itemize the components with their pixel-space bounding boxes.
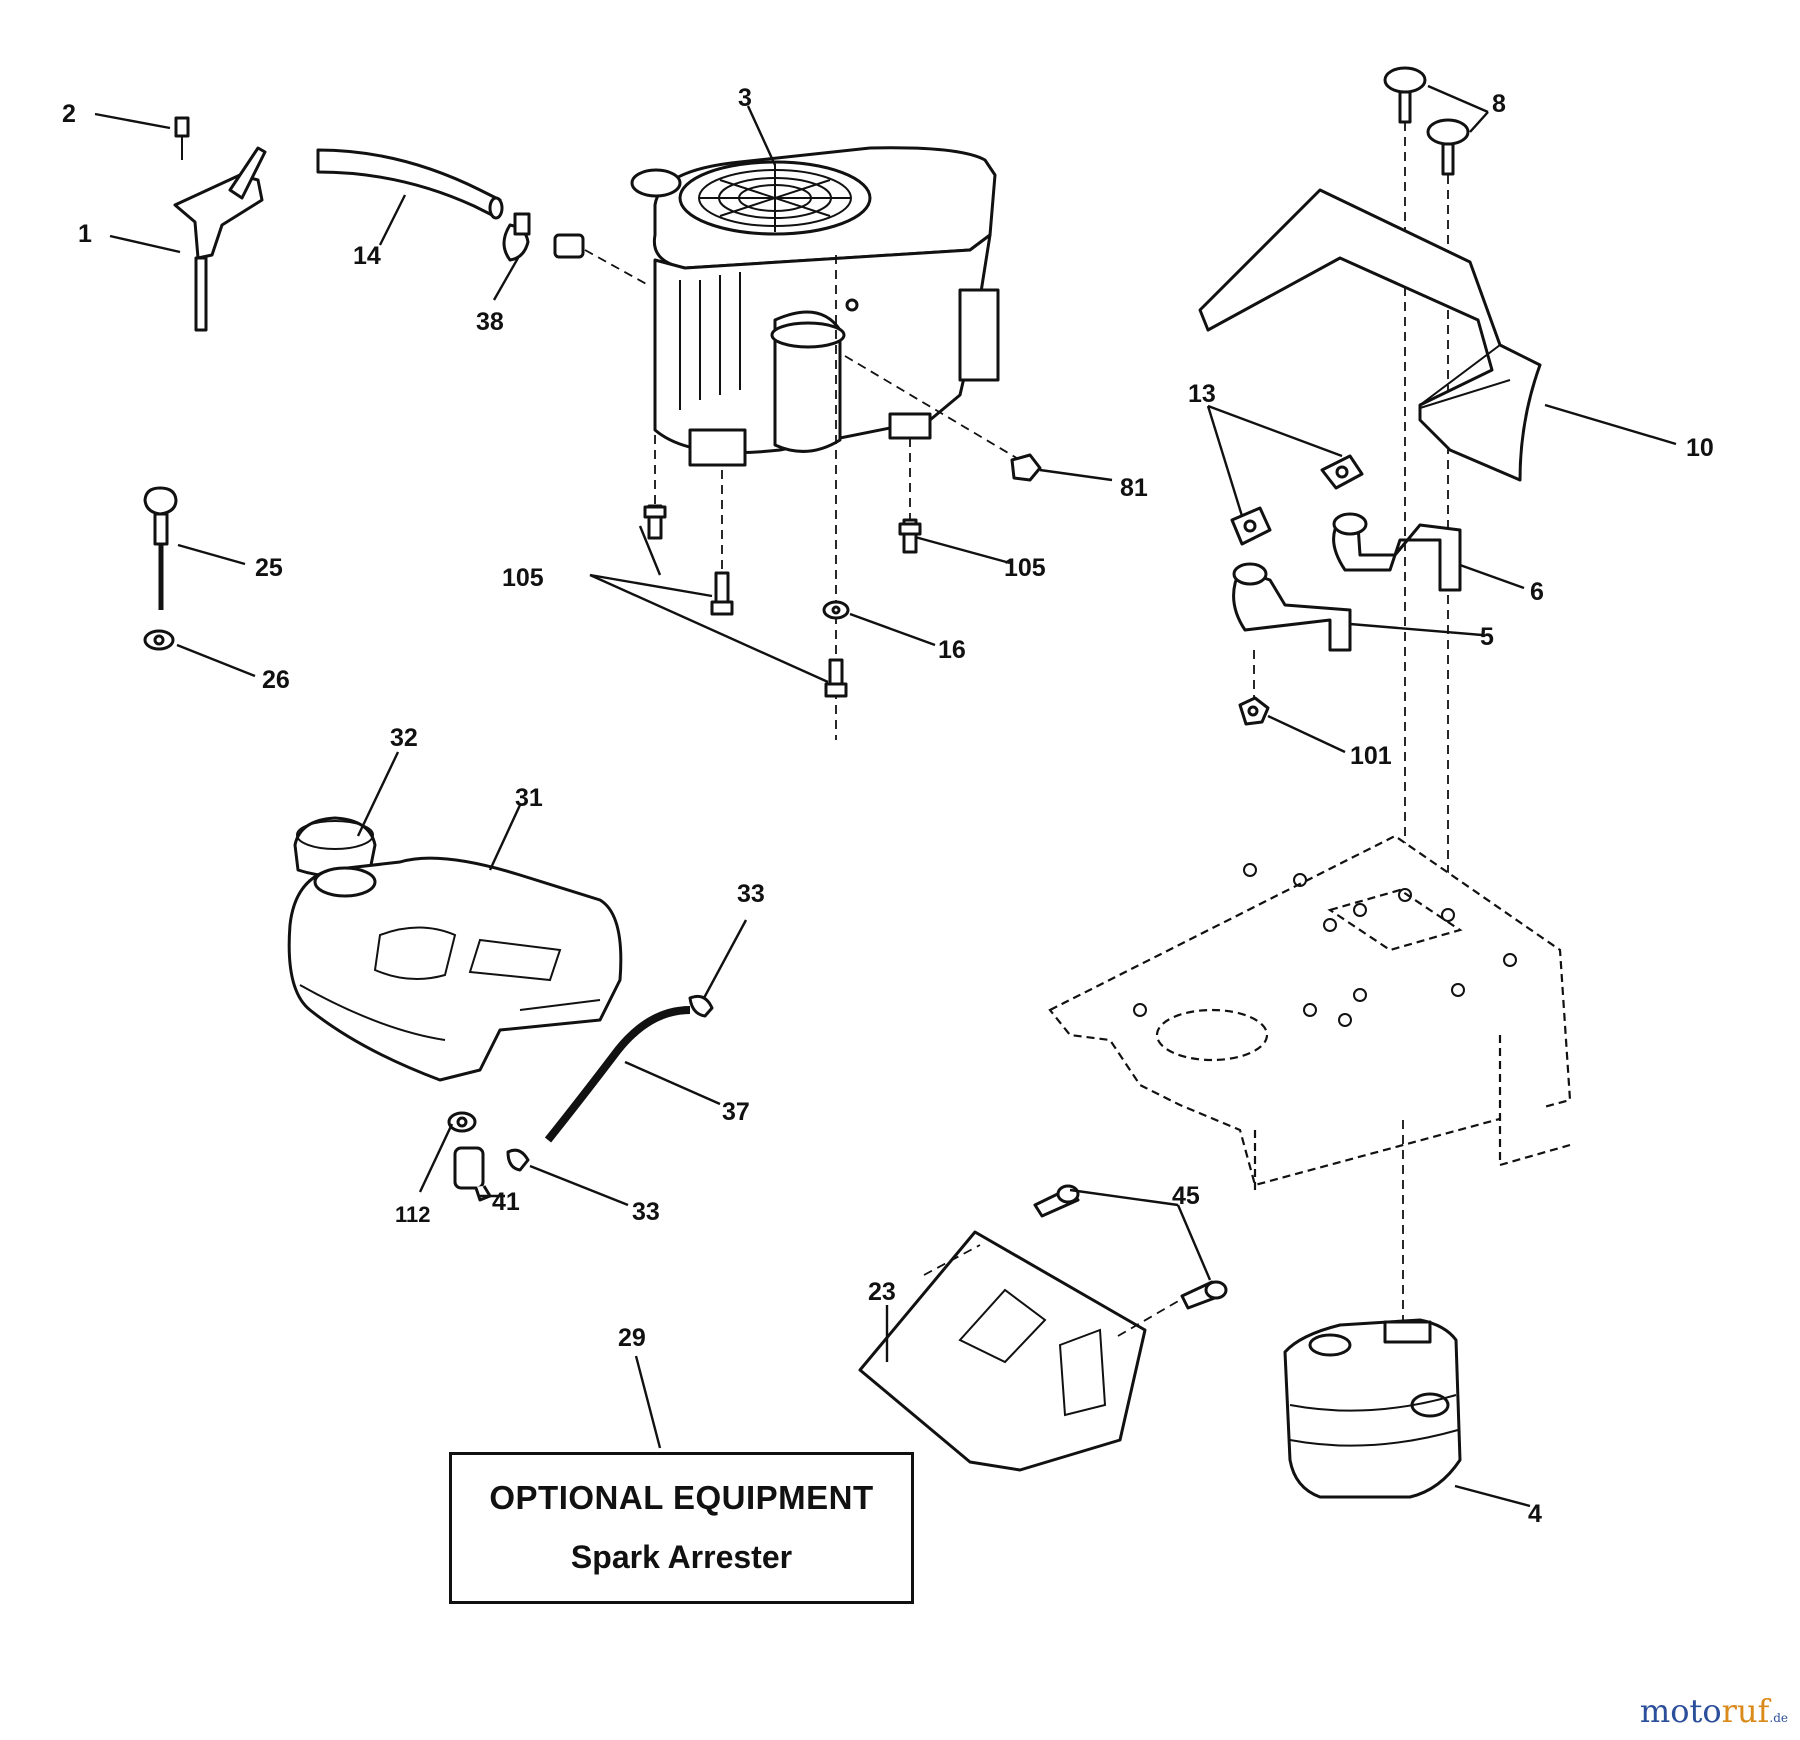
exhaust-pipe-6[interactable] bbox=[1332, 512, 1462, 592]
optional-equipment-title: OPTIONAL EQUIPMENT bbox=[489, 1479, 874, 1516]
part-number-label: 38 bbox=[476, 308, 504, 336]
engine-bolt[interactable] bbox=[824, 658, 848, 698]
watermark-tld: .de bbox=[1769, 1711, 1788, 1725]
part-number-label: 33 bbox=[737, 880, 765, 908]
fuel-hose[interactable] bbox=[544, 1006, 691, 1143]
leader-lines bbox=[94, 84, 1677, 1508]
fuel-fitting-41[interactable] bbox=[453, 1146, 492, 1202]
part-number-label: 23 bbox=[868, 1278, 896, 1306]
exhaust-pipe-5[interactable] bbox=[1232, 562, 1352, 652]
throttle-bracket[interactable] bbox=[173, 116, 267, 332]
optional-equipment-box: OPTIONAL EQUIPMENT Spark Arrester bbox=[449, 1452, 914, 1604]
engine-bolt[interactable] bbox=[898, 518, 922, 554]
part-number-label: 6 bbox=[1530, 578, 1544, 606]
fuel-tank[interactable] bbox=[287, 856, 623, 1082]
dipstick[interactable] bbox=[143, 486, 178, 610]
watermark-brand-accent: ruf bbox=[1721, 1692, 1770, 1730]
part-number-label: 10 bbox=[1686, 434, 1714, 462]
nut-101[interactable] bbox=[1238, 696, 1270, 726]
exhaust-gasket[interactable] bbox=[1320, 454, 1364, 490]
heat-shield[interactable] bbox=[1198, 188, 1542, 482]
muffler-guard[interactable] bbox=[858, 1230, 1147, 1472]
hose-clamp-38[interactable] bbox=[502, 212, 531, 262]
dipstick-seal[interactable] bbox=[143, 629, 175, 651]
part-number-label: 16 bbox=[938, 636, 966, 664]
part-number-label: 32 bbox=[390, 724, 418, 752]
hose-clamp-33[interactable] bbox=[506, 1148, 530, 1172]
fuel-fitting[interactable] bbox=[553, 233, 585, 259]
part-number-label: 45 bbox=[1172, 1182, 1200, 1210]
part-number-label: 37 bbox=[722, 1098, 750, 1126]
part-number-label: 3 bbox=[738, 84, 752, 112]
guard-screw[interactable] bbox=[1180, 1280, 1228, 1310]
muffler[interactable] bbox=[1283, 1318, 1462, 1499]
watermark-brand: moto bbox=[1639, 1692, 1722, 1730]
part-number-label: 101 bbox=[1350, 742, 1392, 770]
watermark-logo: motoruf.de bbox=[1640, 1692, 1788, 1730]
part-number-label: 112 bbox=[395, 1202, 431, 1227]
hose-clamp-33[interactable] bbox=[688, 994, 714, 1018]
part-number-label: 81 bbox=[1120, 474, 1148, 502]
fuel-line[interactable] bbox=[316, 148, 504, 220]
exhaust-gasket[interactable] bbox=[1230, 506, 1272, 546]
part-number-label: 25 bbox=[255, 554, 283, 582]
part-number-label: 29 bbox=[618, 1324, 646, 1352]
part-number-label: 4 bbox=[1528, 1500, 1542, 1528]
tractor-frame bbox=[1048, 834, 1572, 1190]
grommet-112[interactable] bbox=[447, 1111, 477, 1133]
spark-arrester-label: Spark Arrester bbox=[570, 1539, 793, 1575]
part-number-label: 5 bbox=[1480, 623, 1494, 651]
part-number-label: 41 bbox=[492, 1188, 520, 1216]
nut-81[interactable] bbox=[1010, 453, 1042, 482]
part-number-label: 14 bbox=[353, 242, 381, 270]
part-number-label: 105 bbox=[502, 564, 544, 592]
part-number-label: 1 bbox=[78, 220, 92, 248]
knob-8[interactable] bbox=[1426, 118, 1470, 176]
part-number-labels: 2 1 3 14 38 81 105 105 16 25 26 8 10 13 … bbox=[62, 84, 1714, 1528]
part-number-label: 31 bbox=[515, 784, 543, 812]
engine[interactable] bbox=[630, 146, 1000, 467]
washer-16[interactable] bbox=[822, 600, 850, 620]
part-number-label: 13 bbox=[1188, 380, 1216, 408]
part-number-label: 2 bbox=[62, 100, 76, 128]
engine-bolt[interactable] bbox=[643, 504, 667, 540]
part-number-label: 105 bbox=[1004, 554, 1046, 582]
part-number-label: 26 bbox=[262, 666, 290, 694]
part-number-label: 8 bbox=[1492, 90, 1506, 118]
part-number-label: 33 bbox=[632, 1198, 660, 1226]
knob-8[interactable] bbox=[1383, 66, 1427, 124]
engine-bolt[interactable] bbox=[710, 571, 734, 616]
